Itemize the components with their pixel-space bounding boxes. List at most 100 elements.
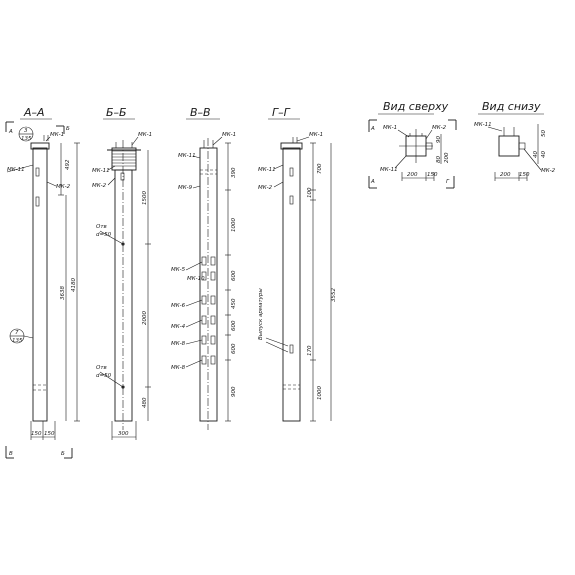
bottom-view-dim-3: 40 <box>533 151 539 158</box>
view-v-title: В–В <box>190 106 211 119</box>
top-view-plate <box>425 142 433 150</box>
column-b-slot <box>120 172 125 181</box>
view-g-label-mk1: МК-1 <box>309 132 323 138</box>
view-g: Г–Г МК-1 МК-11 МК-2 Выпуск арматуры 700 … <box>258 106 337 422</box>
svg-text:А: А <box>370 126 375 132</box>
bottom-view-section <box>498 135 520 157</box>
view-b-dim-mid: 2000 <box>142 311 148 325</box>
view-a-dim-full: 4180 <box>71 278 77 292</box>
svg-text:3: 3 <box>24 128 28 134</box>
bottom-view-plate <box>518 142 526 150</box>
view-v-label-mk6: МК-6 <box>171 303 186 309</box>
view-v-dim-4: 450 <box>231 298 237 309</box>
cut-mark-b-right: Б <box>56 125 70 134</box>
column-a-slot <box>35 196 40 207</box>
bottom-view-title: Вид снизу <box>482 100 541 113</box>
view-b-dim-width: 300 <box>118 431 129 437</box>
top-view-cut-g-top <box>448 119 457 130</box>
view-a-dim-mid: 3638 <box>60 286 66 300</box>
view-v-dim-5: 600 <box>231 320 237 331</box>
top-view: Вид сверху А А Г МК-1 МК- <box>368 100 457 189</box>
view-g-dim-2: 100 <box>307 187 313 198</box>
bottom-view-dim-2: 150 <box>519 172 530 178</box>
column-g-head <box>280 142 303 150</box>
view-a: А–А А 3 135 Б <box>5 106 80 459</box>
view-v-label-mk11: МК-11 <box>178 153 196 159</box>
top-view-cut-a-bottom: А <box>368 176 377 189</box>
rebar-note: Выпуск арматуры <box>258 288 264 340</box>
view-a-label-mk1: МК-1 <box>50 132 64 138</box>
hole-dia-2: d=50 <box>96 373 112 379</box>
view-g-dim-1: 700 <box>317 163 323 174</box>
view-v-label-mk10: МК-10 <box>187 276 205 282</box>
svg-text:Б: Б <box>66 126 70 132</box>
view-a-label-mk2: МК-2 <box>56 184 71 190</box>
view-g-title: Г–Г <box>272 106 291 119</box>
top-view-label-mk11: МК-11 <box>380 167 398 173</box>
view-b-label-mk11: МК-11 <box>92 168 110 174</box>
hole-label-2: Отв <box>96 365 107 371</box>
svg-text:В: В <box>9 451 13 457</box>
svg-text:Г: Г <box>446 179 450 185</box>
column-a-body <box>32 147 48 422</box>
bottom-view-dim-4: 40 <box>541 151 547 158</box>
column-a-slot <box>35 167 40 177</box>
svg-text:135: 135 <box>12 338 23 344</box>
callout-7-135: 7 135 <box>9 328 34 344</box>
callout-3-135: 3 135 <box>18 126 34 142</box>
column-g-body <box>282 147 301 422</box>
embedded-plate <box>201 256 216 365</box>
view-v-dim-6: 600 <box>231 343 237 354</box>
bottom-view-label-mk11: МК-11 <box>474 122 492 128</box>
top-view-title: Вид сверху <box>383 100 449 113</box>
cut-mark-b-bottom: Б <box>61 448 73 459</box>
top-view-label-mk2: МК-2 <box>432 125 447 131</box>
view-b-dim-top: 1500 <box>142 191 148 205</box>
view-v-dim-1: 390 <box>231 167 237 178</box>
view-a-dim-w2: 150 <box>44 431 55 437</box>
column-g-slot <box>289 195 294 205</box>
top-view-dim-3: 90 <box>436 136 442 143</box>
top-view-cut-a: А <box>368 119 377 132</box>
view-a-title: А–А <box>23 106 45 119</box>
view-g-label-mk2: МК-2 <box>258 185 273 191</box>
view-v-dim-2: 1000 <box>231 218 237 232</box>
top-view-dim-1: 200 <box>407 172 418 178</box>
view-v-label-mk1: МК-1 <box>222 132 236 138</box>
view-v-label-mk4: МК-4 <box>171 324 186 330</box>
top-view-label-mk1: МК-1 <box>383 125 397 131</box>
view-v-dim-7: 900 <box>231 386 237 397</box>
svg-text:7: 7 <box>15 330 19 336</box>
column-a-head <box>30 142 50 150</box>
view-v: В–В МК-1 МК-11 МК-9 МК-5 <box>171 106 237 430</box>
view-v-label-mk5: МК-5 <box>171 267 186 273</box>
top-view-dim-4: 200 <box>444 152 450 163</box>
svg-text:Б: Б <box>61 451 65 457</box>
view-g-dim-4: 1000 <box>317 386 323 400</box>
bottom-view-dim-5: 50 <box>541 130 547 137</box>
column-b-head-hatch <box>112 150 136 167</box>
view-b-dim-bot: 480 <box>142 397 148 408</box>
top-view-cut-g: Г <box>446 176 455 189</box>
view-g-dim-5: 170 <box>307 345 313 356</box>
bottom-view-dim-1: 200 <box>500 172 511 178</box>
cut-mark-a-left: А <box>5 121 14 135</box>
view-b-title: Б–Б <box>106 106 127 119</box>
top-view-dim-2: 150 <box>427 172 438 178</box>
view-v-dim-3: 600 <box>231 270 237 281</box>
view-g-dim-3: 3552 <box>331 288 337 302</box>
view-g-label-mk11: МК-11 <box>258 167 276 173</box>
view-b: Б–Б Отв d=50 Отв d=50 МК-1 МК-11 МК- <box>92 106 152 440</box>
view-a-dim-w1: 150 <box>31 431 42 437</box>
bottom-view: Вид снизу МК-11 МК-2 200 150 50 40 40 <box>474 100 556 181</box>
bottom-view-label-mk2: МК-2 <box>541 168 556 174</box>
column-b-body <box>114 169 133 422</box>
top-view-dim-5: 80 <box>436 156 442 163</box>
view-b-label-mk1: МК-1 <box>138 132 152 138</box>
hole-label-1: Отв <box>96 224 107 230</box>
view-v-label-mk8: МК-8 <box>171 341 186 347</box>
column-g-slot <box>289 344 294 354</box>
view-a-dim-top: 492 <box>65 159 71 170</box>
view-v-label-mk8-lower: МК-8 <box>171 365 186 371</box>
